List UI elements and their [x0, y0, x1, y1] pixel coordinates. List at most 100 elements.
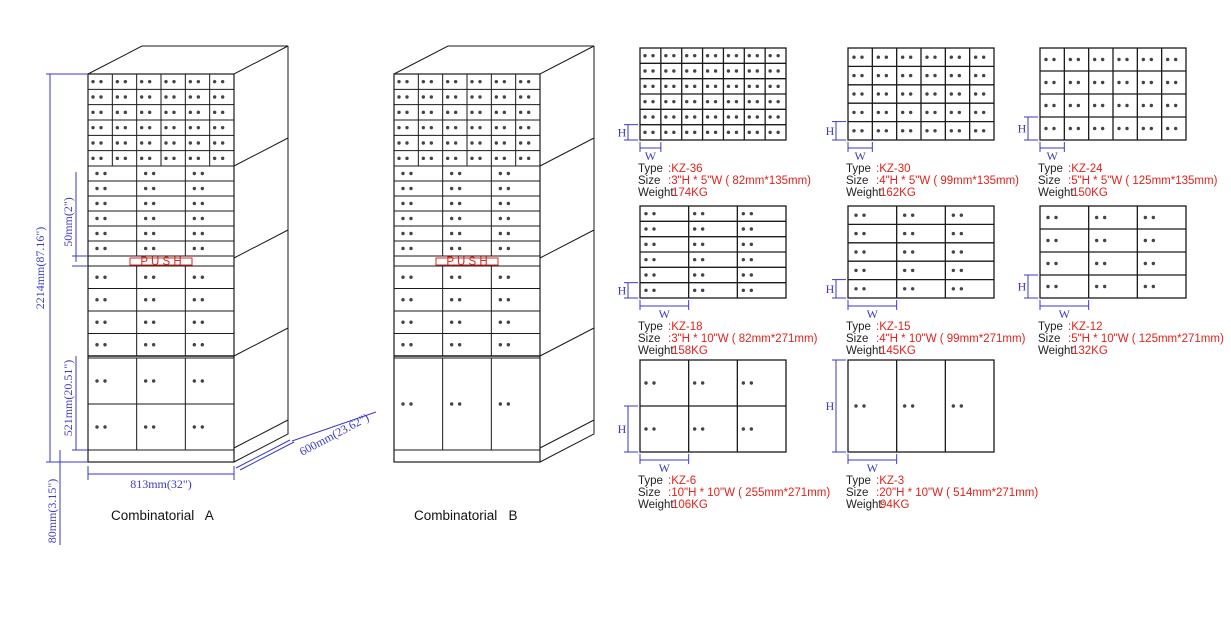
- lock-icon: [103, 275, 107, 279]
- spec-type-label: Type: [638, 475, 663, 487]
- lock-icon: [749, 288, 754, 293]
- lock-icon: [506, 186, 511, 191]
- lock-icon: [755, 99, 759, 104]
- spec-size-value: :3"H * 10"W ( 82mm*271mm): [668, 333, 818, 345]
- spec-weight-value: 145KG: [880, 345, 916, 357]
- lock-icon: [1054, 284, 1058, 289]
- lock-icon: [705, 84, 710, 89]
- spec-weight-value: 94KG: [880, 499, 909, 511]
- lock-icon: [726, 115, 731, 119]
- push-label-b: P U S H: [446, 256, 487, 268]
- lock-icon: [115, 125, 120, 130]
- lock-icon: [397, 156, 401, 161]
- lock-icon: [103, 231, 107, 236]
- lock-icon: [959, 231, 964, 236]
- spec-weight-label: Weight:: [1038, 345, 1077, 357]
- lock-icon: [494, 141, 499, 145]
- spec-weight-value: 162KG: [880, 187, 916, 199]
- lock-icon: [103, 186, 107, 191]
- lock-icon: [95, 201, 99, 206]
- lock-icon: [518, 125, 523, 130]
- lock-icon: [925, 129, 929, 133]
- lock-icon: [1141, 80, 1146, 85]
- lock-icon: [652, 211, 656, 216]
- spec-size-label: Size: [638, 175, 660, 187]
- lock-icon: [741, 242, 746, 247]
- lock-icon: [478, 79, 482, 84]
- lock-icon: [498, 275, 503, 279]
- lock-icon: [700, 227, 705, 231]
- lock-icon: [409, 320, 413, 324]
- spec-weight-value: 150KG: [1072, 187, 1108, 199]
- lock-icon: [164, 156, 168, 161]
- lock-icon: [747, 53, 751, 58]
- lock-icon: [200, 298, 205, 302]
- lock-icon: [196, 95, 201, 99]
- lock-icon: [852, 55, 856, 59]
- lock-icon: [692, 242, 697, 247]
- lock-icon: [959, 250, 964, 254]
- lock-icon: [526, 95, 531, 99]
- lock-icon: [1151, 215, 1156, 220]
- lock-icon: [164, 79, 168, 84]
- lock-icon: [200, 186, 205, 191]
- lock-icon: [457, 298, 462, 302]
- lock-icon: [726, 69, 731, 73]
- spec-type-value: :KZ-3: [876, 475, 904, 487]
- lock-icon: [429, 79, 434, 84]
- lock-icon: [693, 130, 697, 135]
- spec-size-label: Size: [638, 333, 660, 345]
- lock-icon: [143, 275, 148, 279]
- lock-icon: [860, 110, 864, 115]
- lock-icon: [726, 53, 731, 58]
- lock-icon: [705, 99, 710, 104]
- lock-icon: [1046, 215, 1050, 220]
- lock-icon: [188, 110, 193, 115]
- lock-icon: [957, 110, 962, 115]
- lock-icon: [910, 404, 915, 408]
- lock-icon: [506, 275, 511, 279]
- lock-icon: [470, 110, 474, 115]
- lock-icon: [164, 95, 168, 99]
- lock-icon: [498, 186, 503, 191]
- lock-icon: [925, 73, 929, 78]
- lock-icon: [854, 250, 858, 254]
- lock-icon: [449, 402, 454, 406]
- lock-icon: [409, 216, 413, 221]
- lock-icon: [220, 79, 225, 84]
- lock-icon: [652, 257, 656, 262]
- spec-size-value: :20"H * 10"W ( 514mm*271mm): [876, 487, 1038, 499]
- lock-icon: [151, 275, 156, 279]
- lock-icon: [151, 246, 156, 251]
- lock-icon: [192, 216, 197, 221]
- lock-icon: [200, 275, 205, 279]
- lock-icon: [1094, 284, 1099, 289]
- lock-icon: [453, 79, 458, 84]
- lock-icon: [644, 273, 648, 277]
- lock-icon: [862, 231, 866, 236]
- lock-icon: [1052, 80, 1056, 85]
- spec-size-value: :10"H * 10"W ( 255mm*271mm): [668, 487, 830, 499]
- lock-icon: [652, 288, 656, 293]
- lock-icon: [196, 156, 201, 161]
- lock-icon: [445, 95, 450, 99]
- lock-icon: [172, 156, 176, 161]
- dim-base-height: 80mm(3.15"): [45, 479, 59, 544]
- lock-icon: [147, 141, 152, 145]
- lock-icon: [429, 95, 434, 99]
- lock-icon: [884, 110, 889, 115]
- lock-icon: [151, 379, 156, 383]
- lock-icon: [692, 273, 697, 277]
- lock-icon: [1149, 80, 1154, 85]
- lock-icon: [470, 156, 474, 161]
- lock-icon: [220, 95, 225, 99]
- lock-icon: [876, 110, 881, 115]
- lock-icon: [1068, 80, 1073, 85]
- lock-icon: [902, 404, 907, 408]
- lock-icon: [123, 79, 128, 84]
- lock-icon: [734, 53, 739, 58]
- lock-icon: [143, 298, 148, 302]
- lock-icon: [409, 402, 413, 406]
- lock-icon: [494, 79, 499, 84]
- lock-icon: [506, 216, 511, 221]
